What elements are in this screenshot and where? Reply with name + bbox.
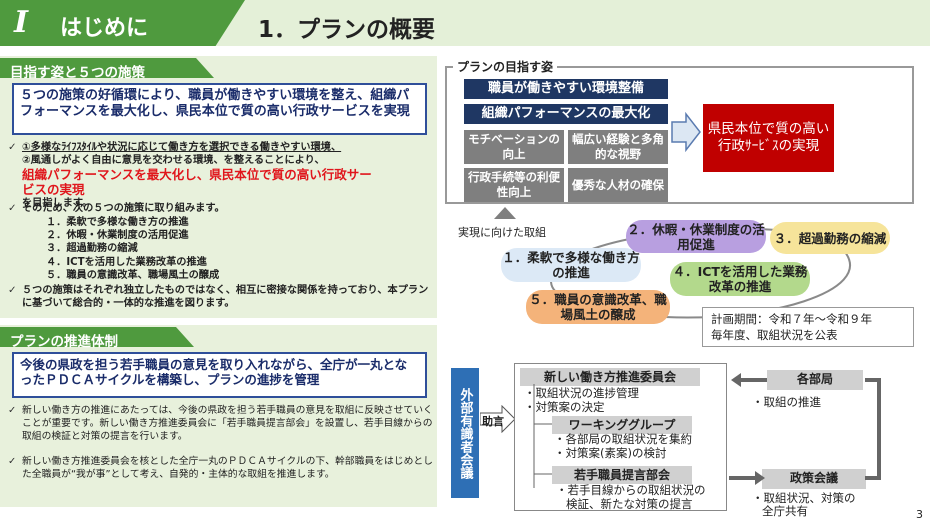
committee-connector	[533, 384, 552, 488]
up-triangle-icon	[494, 207, 516, 219]
page-title: 1．プランの概要	[258, 17, 436, 43]
wg-item: ・対策案(素案)の検討	[554, 446, 667, 460]
goal-bar-performance: 組織パフォーマンスの最大化	[464, 104, 668, 124]
goal-box: 県民本位で質の高い行政ｻｰﾋﾞｽの実現	[703, 104, 834, 172]
structure-tab: プランの推進体制	[0, 327, 194, 350]
dept-item: ・取組の推進	[752, 395, 821, 409]
section-roman-numeral: I	[14, 5, 29, 40]
structure-check-2: ✓ 新しい働き方推進委員会を核とした全庁一丸のＰＤＣＡサイクルの下、幹部職員をは…	[8, 455, 433, 481]
goal-frame-label: プランの目指す姿	[453, 58, 558, 75]
goals-check-1: ✓ ①多様なﾗｲﾌｽﾀｲﾙや状況に応じて働き方を選択できる働きやすい環境、 ②風…	[8, 141, 433, 210]
measure-item: ３．超過勤務の縮減	[46, 243, 138, 255]
wg-title: ワーキンググループ	[552, 416, 692, 434]
committee-items: ・取組状況の進捗管理 ・対策案の決定	[524, 386, 639, 414]
committee-frame	[514, 363, 727, 511]
wg-items: ・各部局の取組状況を集約 ・対策案(素案)の検討	[554, 432, 692, 460]
advice-arrow-icon	[480, 405, 516, 433]
right-arrow-icon	[671, 112, 701, 152]
advice-label: 助言	[482, 415, 504, 428]
committee-item: ・取組状況の進捗管理	[524, 386, 639, 400]
section-badge	[0, 0, 245, 46]
check-1-line-2: ②風通しがよく自由に意見を交わせる環境、を整えることにより、	[22, 155, 325, 166]
external-experts: 外部有識者会議	[451, 368, 479, 498]
measure-item: １．柔軟で多様な働き方の推進	[46, 217, 189, 228]
policy-item: ・取組状況、対策の	[752, 491, 856, 505]
committee-title: 新しい働き方推進委員会	[520, 368, 700, 386]
goals-tab: 目指す姿と５つの施策	[0, 58, 214, 81]
check-icon: ✓	[8, 203, 17, 214]
youth-title: 若手職員提言部会	[552, 466, 692, 484]
check-icon: ✓	[8, 142, 17, 153]
committee-item: ・対策案の決定	[524, 400, 605, 414]
goal-cell-motivation: モチベーションの向上	[464, 130, 564, 164]
initiative-pill-3: ３．超過勤務の縮減	[770, 222, 890, 254]
policy-title: 政策会議	[762, 469, 866, 489]
structure-check-2-text: 新しい働き方推進委員会を核とした全庁一丸のＰＤＣＡサイクルの下、幹部職員をはじめ…	[22, 456, 433, 480]
check-icon: ✓	[8, 405, 17, 416]
initiatives-label: 実現に向けた取組	[458, 226, 546, 239]
structure-summary: 今後の県政を担う若手職員の意見を取り入れながら、全庁が一丸となったＰＤＣＡサイク…	[12, 352, 427, 398]
structure-check-1: ✓ 新しい働き方の推進にあたっては、今後の県政を担う若手職員の意見を取組に反映さ…	[8, 404, 433, 443]
check-1-tail: を目指します。	[22, 198, 93, 209]
goal-cell-convenience: 行政手続等の利便性向上	[464, 168, 564, 202]
structure-check-1-text: 新しい働き方の推進にあたっては、今後の県政を担う若手職員の意見を取組に反映させて…	[22, 405, 433, 442]
check-icon: ✓	[8, 456, 17, 467]
youth-item: 検証、新たな対策の提言	[566, 497, 693, 511]
initiative-pill-2: ２．休暇・休業制度の活用促進	[626, 220, 766, 253]
youth-items: ・若手目線からの取組状況の 検証、新たな対策の提言	[556, 483, 706, 511]
measures-list: １．柔軟で多様な働き方の推進 ２．休暇・休業制度の活用促進 ３．超過勤務の縮減 …	[46, 216, 426, 282]
plan-period-box: 計画期間：令和７年～令和９年 毎年度、取組状況を公表	[702, 307, 914, 347]
goals-check-2: ✓ そのため、次の５つの施策に取り組みます。	[8, 202, 433, 215]
pdca-arrows	[729, 373, 881, 485]
measure-item: ２．休暇・休業制度の活用促進	[46, 230, 189, 242]
initiative-pill-5: ５．職員の意識改革、職場風土の醸成	[526, 290, 670, 324]
initiative-pill-4: ４．ICTを活用した業務改革の推進	[670, 262, 810, 296]
page-number: 3	[916, 508, 923, 521]
goals-summary: ５つの施策の好循環により、職員が働きやすい環境を整え、組織パフォーマンスを最大化…	[12, 83, 427, 135]
goal-cell-talent: 優秀な人材の確保	[568, 168, 668, 202]
highlight-goal: 組織パフォーマンスを最大化し、県民本位で質の高い行政サービスの実現	[22, 167, 372, 197]
check-icon: ✓	[8, 285, 17, 296]
youth-item: ・若手目線からの取組状況の	[556, 483, 706, 497]
goals-check-3: ✓ ５つの施策はそれぞれ独立したものではなく、相互に密接な関係を持っており、本プ…	[8, 284, 433, 310]
policy-items: ・取組状況、対策の 全庁共有	[752, 492, 856, 518]
plan-period-line-2: 毎年度、取組状況を公表	[711, 328, 838, 342]
wg-item: ・各部局の取組状況を集約	[554, 432, 692, 446]
goal-bar-environment: 職員が働きやすい環境整備	[464, 79, 668, 99]
check-2-text: そのため、次の５つの施策に取り組みます。	[22, 203, 225, 214]
measure-item: ５．職員の意識改革、職場風土の醸成	[46, 269, 220, 281]
plan-period-line-1: 計画期間：令和７年～令和９年	[711, 312, 872, 326]
measure-item: ４．ICTを活用した業務改革の推進	[46, 256, 207, 268]
dept-title: 各部局	[767, 370, 863, 390]
goal-cell-perspective: 幅広い経験と多角的な視野	[568, 130, 668, 164]
check-1-line-1: ①多様なﾗｲﾌｽﾀｲﾙや状況に応じて働き方を選択できる働きやすい環境、	[22, 142, 342, 153]
policy-item: 全庁共有	[762, 504, 808, 518]
check-3-text: ５つの施策はそれぞれ独立したものではなく、相互に密接な関係を持っており、本プラン…	[22, 285, 429, 309]
initiative-pill-1: １．柔軟で多様な働き方の推進	[501, 248, 641, 282]
section-name: はじめに	[60, 16, 149, 41]
